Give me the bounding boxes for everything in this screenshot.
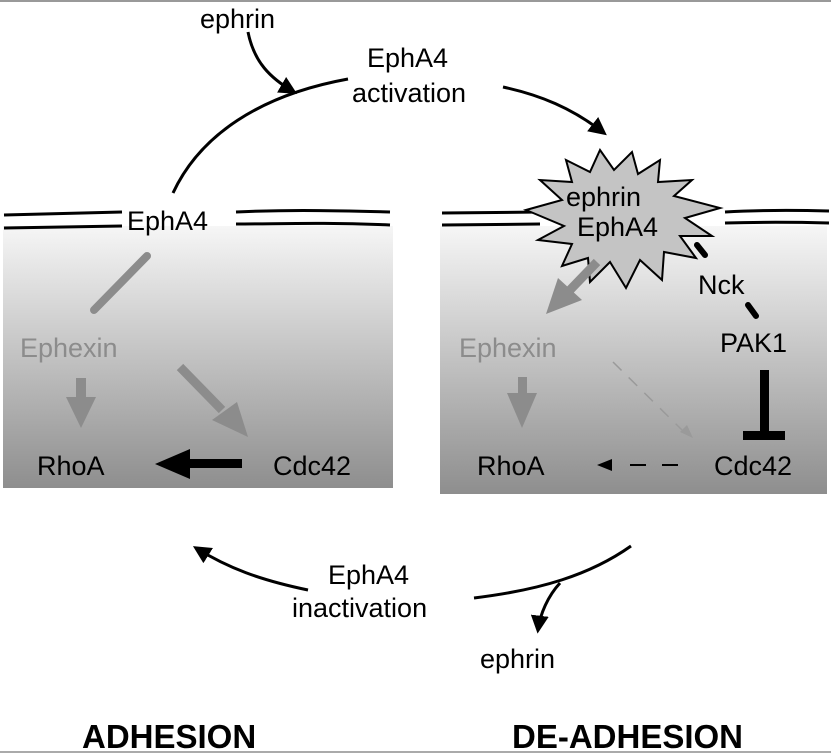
left-cdc42-label: Cdc42 <box>273 451 351 481</box>
left-rhoa-label: RhoA <box>37 451 105 481</box>
right-rhoa-label: RhoA <box>477 451 545 481</box>
inactivation-arc-left-arrow <box>192 546 309 592</box>
activation-line2: activation <box>352 78 466 108</box>
ephrin-epha4-complex-starburst <box>522 147 724 291</box>
left-membrane <box>3 209 391 230</box>
right-epha4-ephexin-arrow <box>546 258 601 314</box>
left-epha4-label: EphA4 <box>127 206 208 236</box>
bottom-ephrin-label: ephrin <box>480 644 555 674</box>
right-ephexin-rhoa-arrow <box>507 377 537 428</box>
left-cytoplasm <box>3 226 393 488</box>
ephrin-binding-arrow <box>246 31 298 94</box>
complex-ephrin-label: ephrin <box>566 182 641 212</box>
epha4-nck-binding <box>694 242 708 258</box>
left-ephexin-cdc42-arrow <box>176 363 248 437</box>
right-membrane <box>441 208 830 227</box>
left-ephexin-label: Ephexin <box>20 333 118 363</box>
nck-label: Nck <box>698 270 745 300</box>
ephrin-release-arrow <box>530 581 562 634</box>
inactivation-line2: inactivation <box>292 593 427 623</box>
inactivation-line1: EphA4 <box>328 560 409 590</box>
top-ephrin-label: ephrin <box>200 4 275 34</box>
right-ephexin-label: Ephexin <box>459 333 557 363</box>
activation-arc-right-arrow <box>502 85 607 136</box>
complex-epha4-label: EphA4 <box>577 212 658 242</box>
activation-arc-left <box>171 77 349 194</box>
pak1-cdc42-inhibition <box>743 370 785 440</box>
de-adhesion-state-label: DE-ADHESION <box>512 718 743 754</box>
left-ephexin-rhoa-arrow <box>66 378 96 428</box>
pak1-label: PAK1 <box>720 328 787 358</box>
inactivation-arc-right <box>473 544 632 600</box>
right-ephexin-cdc42-weak-arrow <box>612 361 693 438</box>
nck-pak1-binding <box>745 302 759 319</box>
right-cdc42-label: Cdc42 <box>714 451 792 481</box>
right-cdc42-rhoa-weak-arrow <box>597 459 692 471</box>
left-cdc42-rhoa-arrow <box>155 449 242 479</box>
left-epha4-ephexin-link <box>90 252 151 314</box>
adhesion-state-label: ADHESION <box>82 718 256 754</box>
activation-line1: EphA4 <box>367 43 448 73</box>
